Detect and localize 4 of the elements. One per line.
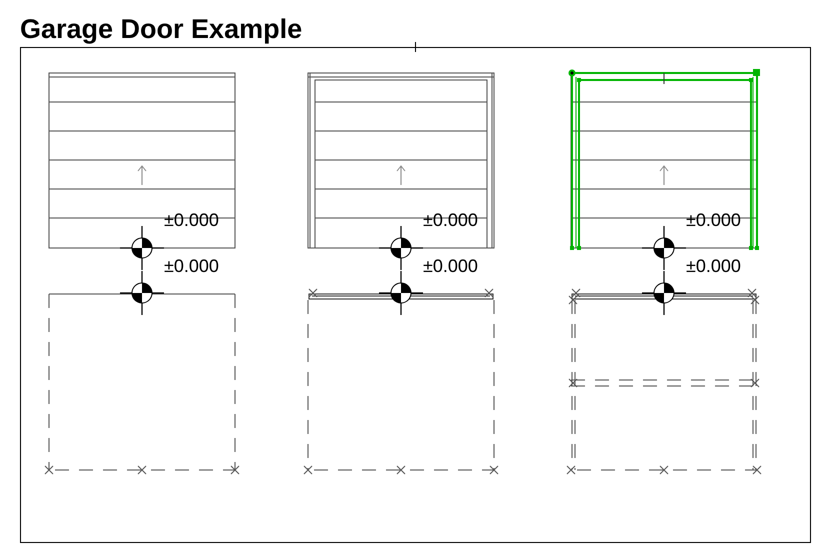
level-label: ±0.000 [164, 257, 219, 275]
level-label: ±0.000 [686, 257, 741, 275]
title: Garage Door Example [20, 14, 302, 45]
level-label: ±0.000 [423, 257, 478, 275]
